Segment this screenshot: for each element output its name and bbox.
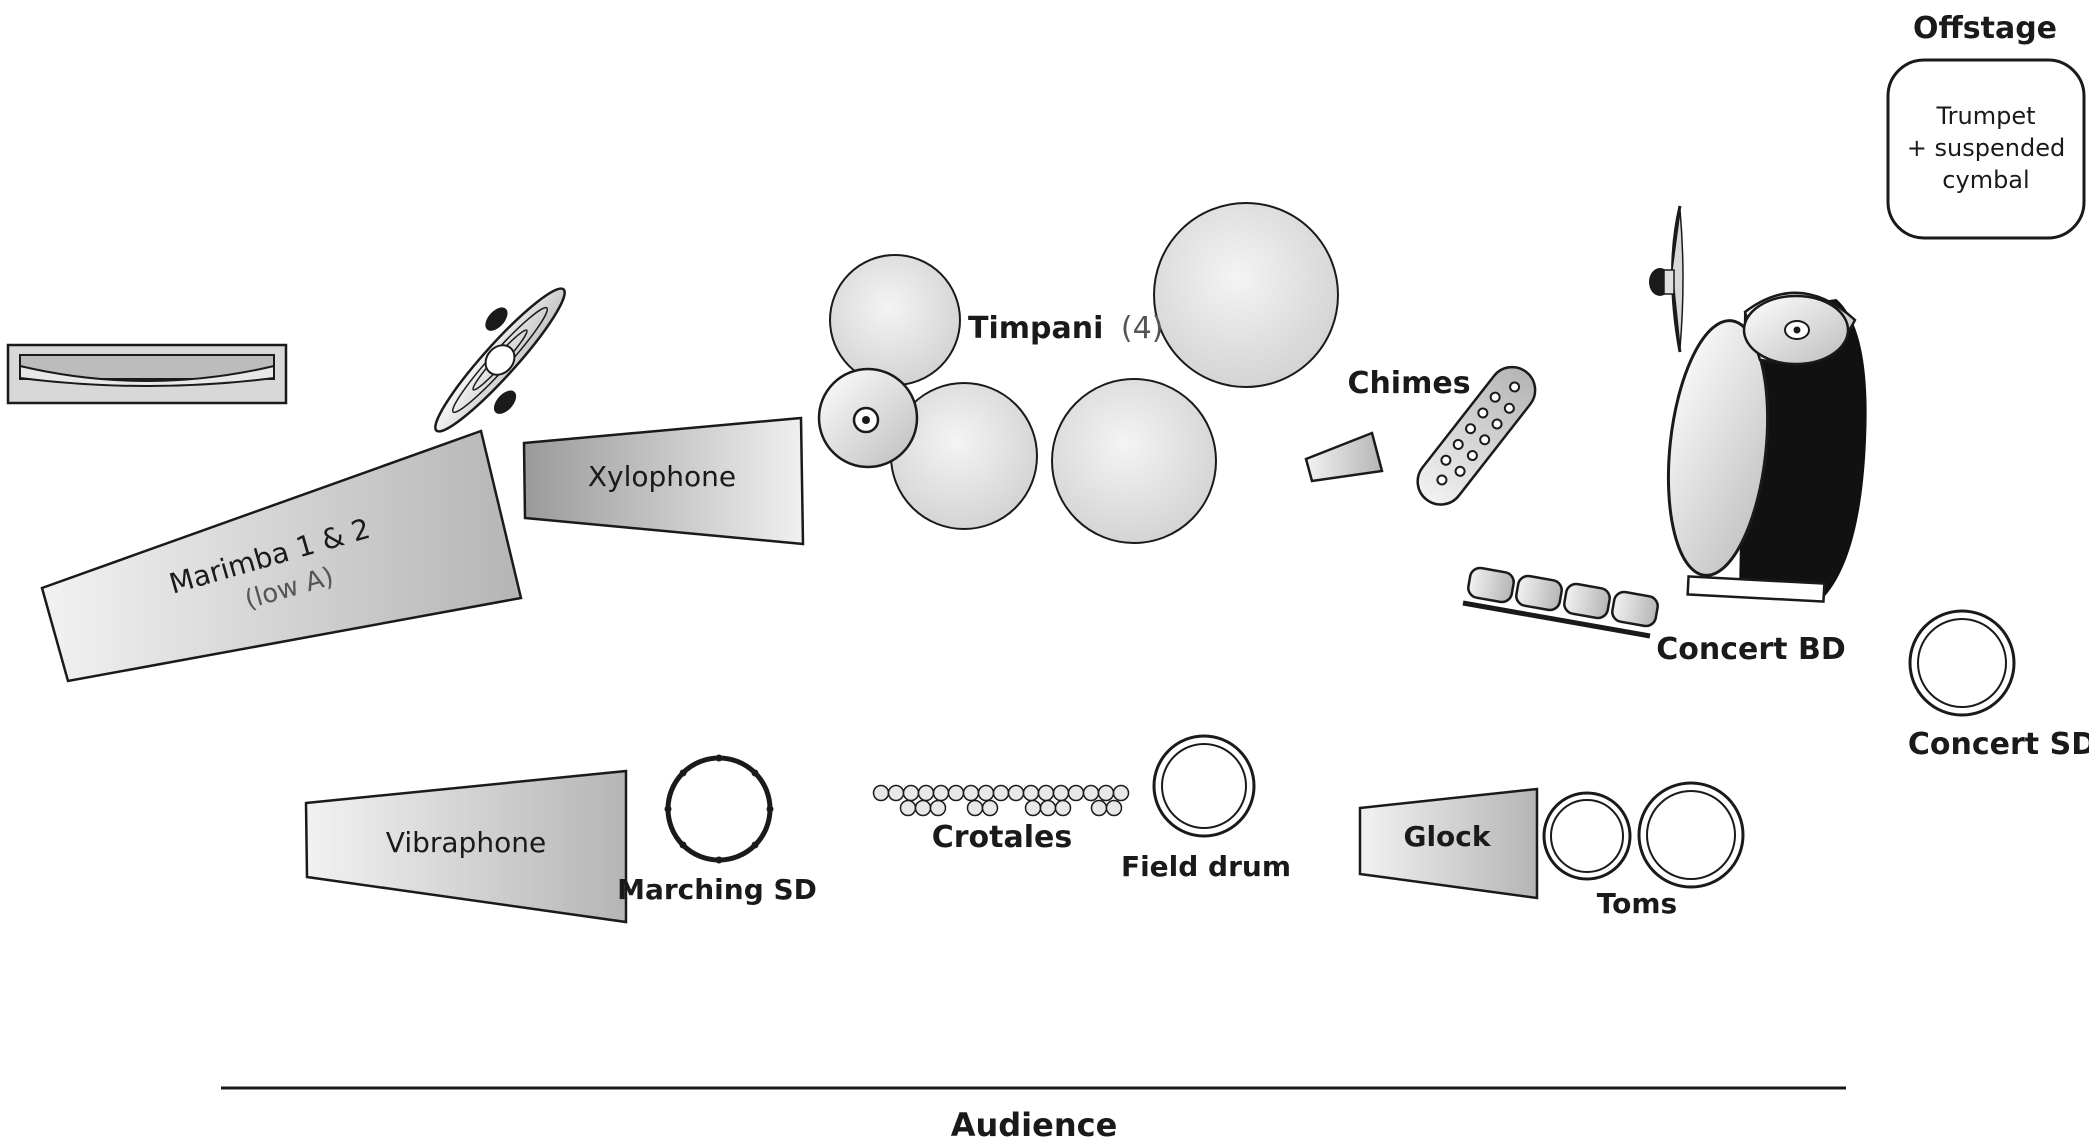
xylophone-shape [522, 416, 805, 546]
glock-label: Glock [1403, 820, 1491, 853]
timpani-drum-1 [829, 254, 961, 386]
toms-icon [1542, 781, 1745, 889]
offstage-line-1: Trumpet [1936, 102, 2036, 130]
xylophone-label: Xylophone [588, 460, 736, 493]
timpani-drum-3 [1051, 378, 1217, 544]
concert-bass-drum-icon [1666, 291, 1867, 603]
timpani-name: Timpani [968, 311, 1103, 346]
marching-sd-label: Marching SD [617, 873, 817, 906]
crash-cymbal-icon [817, 367, 919, 469]
vibraphone-label: Vibraphone [386, 826, 546, 859]
marimba-shape [40, 429, 523, 683]
bass-drum-cymbal-icon [1649, 205, 1684, 353]
offstage-line-2: + suspended [1907, 134, 2065, 162]
audience-label: Audience [951, 1106, 1118, 1143]
timpani-label: Timpani (4) [968, 311, 1163, 346]
concert-sd-label: Concert SD [1908, 727, 2089, 762]
chimes-mallet-tray [1304, 431, 1384, 483]
suspended-cymbal-icon [434, 287, 566, 433]
offstage-heading: Offstage [1913, 11, 2057, 46]
glock-shape [1358, 787, 1539, 900]
chimes-label: Chimes [1347, 366, 1470, 401]
offstage-box [1886, 58, 2086, 240]
marching-snare-icon [664, 754, 774, 864]
concert-bd-label: Concert BD [1656, 632, 1845, 667]
timpani-drum-4 [1153, 202, 1339, 388]
field-drum-icon [1152, 734, 1256, 838]
field-drum-label: Field drum [1121, 850, 1291, 883]
chimes-rack [1416, 365, 1537, 506]
crotales-icon [872, 784, 1130, 817]
crotales-label: Crotales [932, 820, 1073, 855]
timpani-count: (4) [1121, 311, 1164, 346]
gong-rack-icon [6, 343, 288, 405]
bass-drum-tray-icon [1462, 566, 1659, 639]
offstage-line-3: cymbal [1942, 166, 2029, 194]
toms-label: Toms [1597, 887, 1677, 920]
vibraphone-shape [304, 769, 628, 924]
timpani-group [829, 202, 1339, 544]
concert-snare-icon [1908, 609, 2016, 717]
